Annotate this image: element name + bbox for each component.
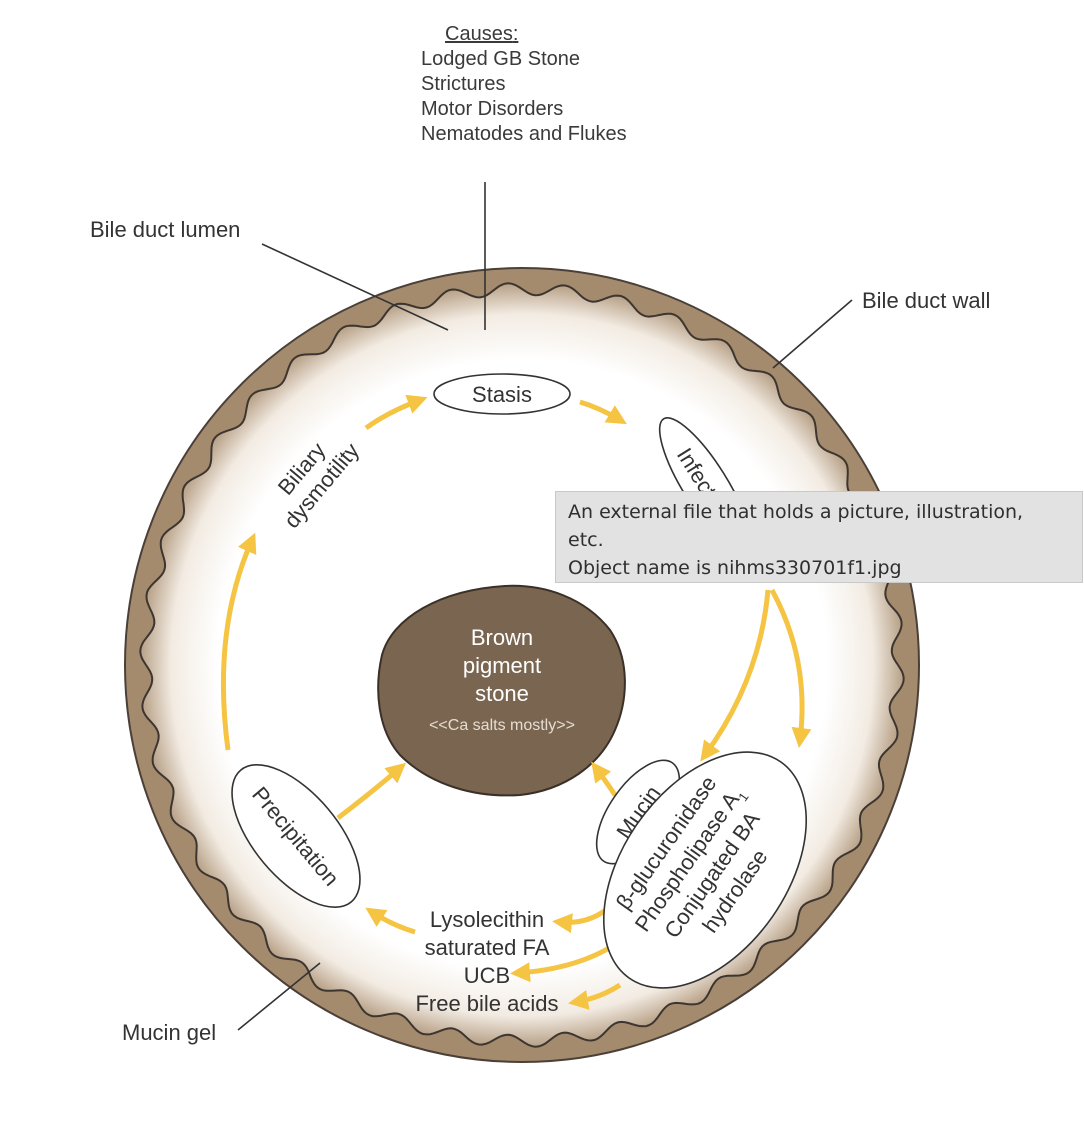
tooltip-line-3: Object name is nihms330701f1.jpg [568, 557, 902, 579]
cause-item: Motor Disorders [421, 98, 564, 120]
product-free-bile-acids: Free bile acids [415, 991, 558, 1016]
arrow-products-to-precipitation [365, 907, 416, 935]
tooltip-line-1: An external file that holds a picture, i… [568, 501, 1024, 523]
mucin-gel-leader-line [237, 962, 321, 1031]
cause-item: Strictures [421, 73, 506, 95]
cause-item: Nematodes and Flukes [421, 123, 627, 145]
stone-line-1: Brown [471, 625, 533, 650]
image-tooltip: An external file that holds a picture, i… [555, 491, 1083, 583]
cause-item: Lodged GB Stone [421, 48, 581, 70]
arrow-stasis-to-infection [579, 399, 627, 425]
precipitation-node [231, 764, 361, 908]
mucin-gel-label: Mucin gel [122, 1020, 216, 1045]
arrow-enzymes-to-bile-acids [568, 982, 622, 1010]
stone-line-3: stone [475, 681, 529, 706]
causes-list: Causes: Lodged GB Stone Strictures Motor… [421, 22, 627, 147]
lumen-leader-line [261, 243, 449, 331]
stasis-node [433, 373, 571, 415]
arrow-precipitation-to-stone [336, 762, 407, 820]
causes-title: Causes: [445, 23, 519, 45]
product-saturated-fa: saturated FA [425, 935, 550, 960]
arrow-mucin-to-stone [591, 761, 618, 797]
product-lysolecithin: Lysolecithin [430, 907, 544, 932]
stone-subtitle: <<Ca salts mostly>> [429, 717, 575, 734]
wall-leader-line [772, 299, 853, 369]
arrow-infection-to-mucin [700, 589, 771, 762]
tooltip-line-2: etc. [568, 529, 604, 551]
enzymes-node [602, 751, 808, 989]
brown-pigment-stone [377, 584, 626, 797]
stone-line-2: pigment [463, 653, 541, 678]
bile-duct-wall-label: Bile duct wall [862, 288, 990, 313]
arrow-precipitation-to-dysmotility [220, 532, 257, 751]
product-ucb: UCB [464, 963, 510, 988]
arrow-infection-to-enzymes [769, 588, 812, 748]
bile-duct-lumen-label: Bile duct lumen [90, 217, 240, 242]
arrow-dysmotility-to-stasis [364, 394, 428, 431]
stasis-label: Stasis [472, 382, 532, 407]
